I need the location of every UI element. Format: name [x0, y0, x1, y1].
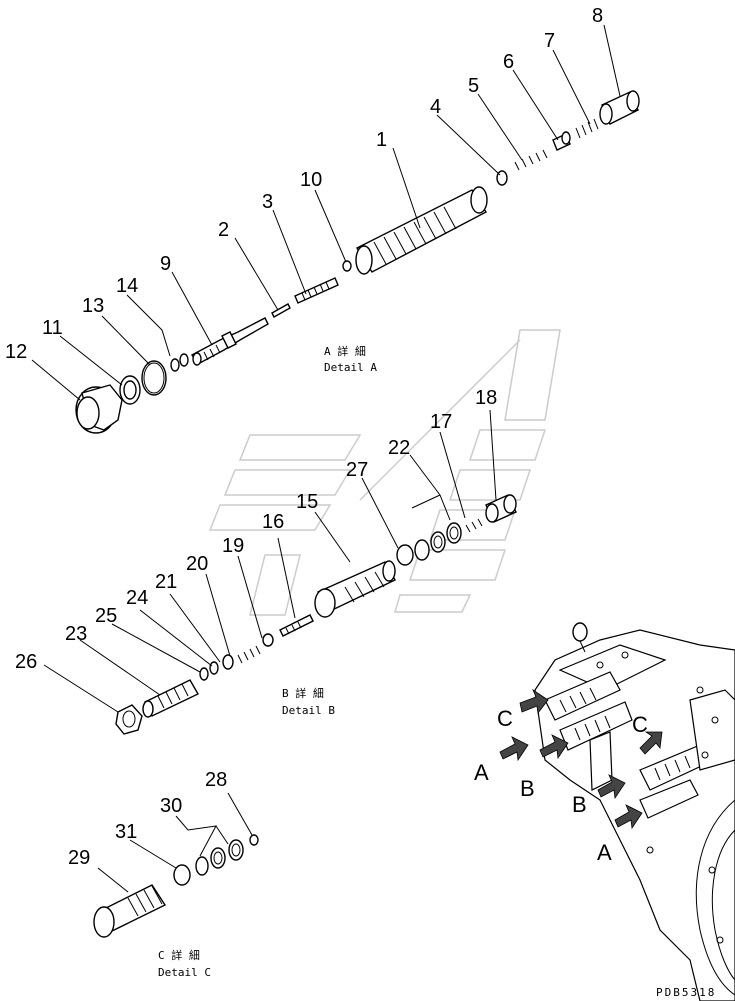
- assembly-key-drawing: C C A B B A: [474, 622, 735, 1001]
- arrow-b-left: [539, 734, 569, 760]
- detail-captions: A 詳 細 Detail A B 詳 細 Detail B C 詳 細 Deta…: [158, 344, 377, 979]
- label-part-31: 31: [115, 821, 137, 843]
- part-8-sleeve: [599, 90, 640, 125]
- arrow-a-right: [614, 804, 643, 830]
- part-9-plug: [190, 317, 269, 366]
- detail-a-caption-jp: A 詳 細: [324, 344, 366, 358]
- detail-b-caption-en: Detail B: [282, 704, 335, 717]
- view-marker-a-left: A: [474, 760, 489, 785]
- label-part-28: 28: [205, 769, 227, 791]
- label-part-25: 25: [95, 605, 117, 627]
- leader-lines: [31, 24, 621, 893]
- label-part-21: 21: [155, 571, 177, 593]
- label-part-27: 27: [346, 459, 368, 481]
- part-24-ring: [209, 661, 219, 675]
- label-part-20: 20: [186, 553, 208, 575]
- view-marker-a-right: A: [597, 840, 612, 865]
- detail-c-parts: [93, 834, 259, 938]
- part-20-spring: [237, 645, 261, 664]
- label-part-18: 18: [475, 387, 497, 409]
- label-part-13: 13: [82, 295, 104, 317]
- label-part-14: 14: [116, 275, 138, 297]
- label-part-7: 7: [544, 30, 555, 52]
- part-17-spring: [465, 518, 483, 533]
- label-part-24: 24: [126, 587, 148, 609]
- label-part-29: 29: [68, 847, 90, 869]
- part-6-retainer: [552, 131, 571, 151]
- part-15-valve: [314, 560, 396, 618]
- part-14-rings: [170, 353, 189, 372]
- part-5-spring: [514, 149, 548, 171]
- label-part-8: 8: [592, 5, 603, 27]
- part-29-plug: [93, 884, 167, 938]
- part-31-disc: [173, 864, 191, 886]
- label-part-4: 4: [430, 96, 441, 118]
- detail-b-caption-jp: B 詳 細: [282, 686, 324, 700]
- view-marker-c-right: C: [632, 712, 648, 737]
- part-3-spool: [294, 277, 339, 304]
- part-25-oring: [199, 667, 209, 681]
- part-7-spring: [575, 118, 599, 139]
- label-part-9: 9: [160, 253, 171, 275]
- part-18-sleeve: [485, 494, 517, 523]
- arrow-c-right: [639, 731, 663, 755]
- part-30-rings: [195, 839, 244, 876]
- label-part-16: 16: [262, 511, 284, 533]
- label-part-3: 3: [262, 191, 273, 213]
- label-part-5: 5: [468, 75, 479, 97]
- label-part-22: 22: [388, 437, 410, 459]
- drawing-code: PDB5318: [656, 986, 716, 999]
- part-labels: 1 2 3 4 5 6 7 8 9 10 11 12 13 14 15 16 1…: [5, 5, 603, 869]
- label-part-10: 10: [300, 169, 322, 191]
- detail-a-caption-en: Detail A: [324, 361, 377, 374]
- detail-c-caption-en: Detail C: [158, 966, 211, 979]
- part-12-nut: [75, 384, 123, 434]
- view-marker-b-right: B: [572, 792, 587, 817]
- label-part-12: 12: [5, 341, 27, 363]
- part-26-nut: [115, 704, 143, 735]
- part-27-disc: [396, 544, 414, 566]
- detail-c-caption-jp: C 詳 細: [158, 948, 200, 962]
- label-part-23: 23: [65, 623, 87, 645]
- label-part-11: 11: [42, 317, 63, 339]
- label-part-17: 17: [430, 411, 452, 433]
- part-19-washer: [262, 633, 274, 647]
- part-11-ring: [119, 375, 141, 405]
- part-10-ball: [342, 260, 352, 272]
- part-1-valve-body: [355, 186, 488, 275]
- view-marker-b-left: B: [520, 776, 535, 801]
- part-23-plug: [142, 679, 199, 718]
- label-part-6: 6: [503, 51, 514, 73]
- arrow-c-left: [519, 688, 549, 714]
- arrow-b-right: [597, 774, 626, 800]
- label-part-26: 26: [15, 651, 37, 673]
- part-21-ring: [222, 654, 234, 670]
- label-part-19: 19: [222, 535, 244, 557]
- view-marker-c-left: C: [497, 706, 513, 731]
- part-16-poppet: [279, 614, 314, 637]
- label-part-30: 30: [160, 795, 182, 817]
- part-22-rings: [414, 522, 462, 561]
- arrow-a-left: [499, 736, 529, 762]
- part-28-ring: [249, 834, 259, 846]
- part-2-pin: [271, 303, 291, 318]
- part-13-oring: [141, 360, 167, 396]
- detail-b-parts: [115, 494, 517, 735]
- detail-a-parts: [75, 90, 640, 434]
- label-part-1: 1: [376, 129, 387, 151]
- label-part-2: 2: [218, 219, 229, 241]
- label-part-15: 15: [296, 491, 318, 513]
